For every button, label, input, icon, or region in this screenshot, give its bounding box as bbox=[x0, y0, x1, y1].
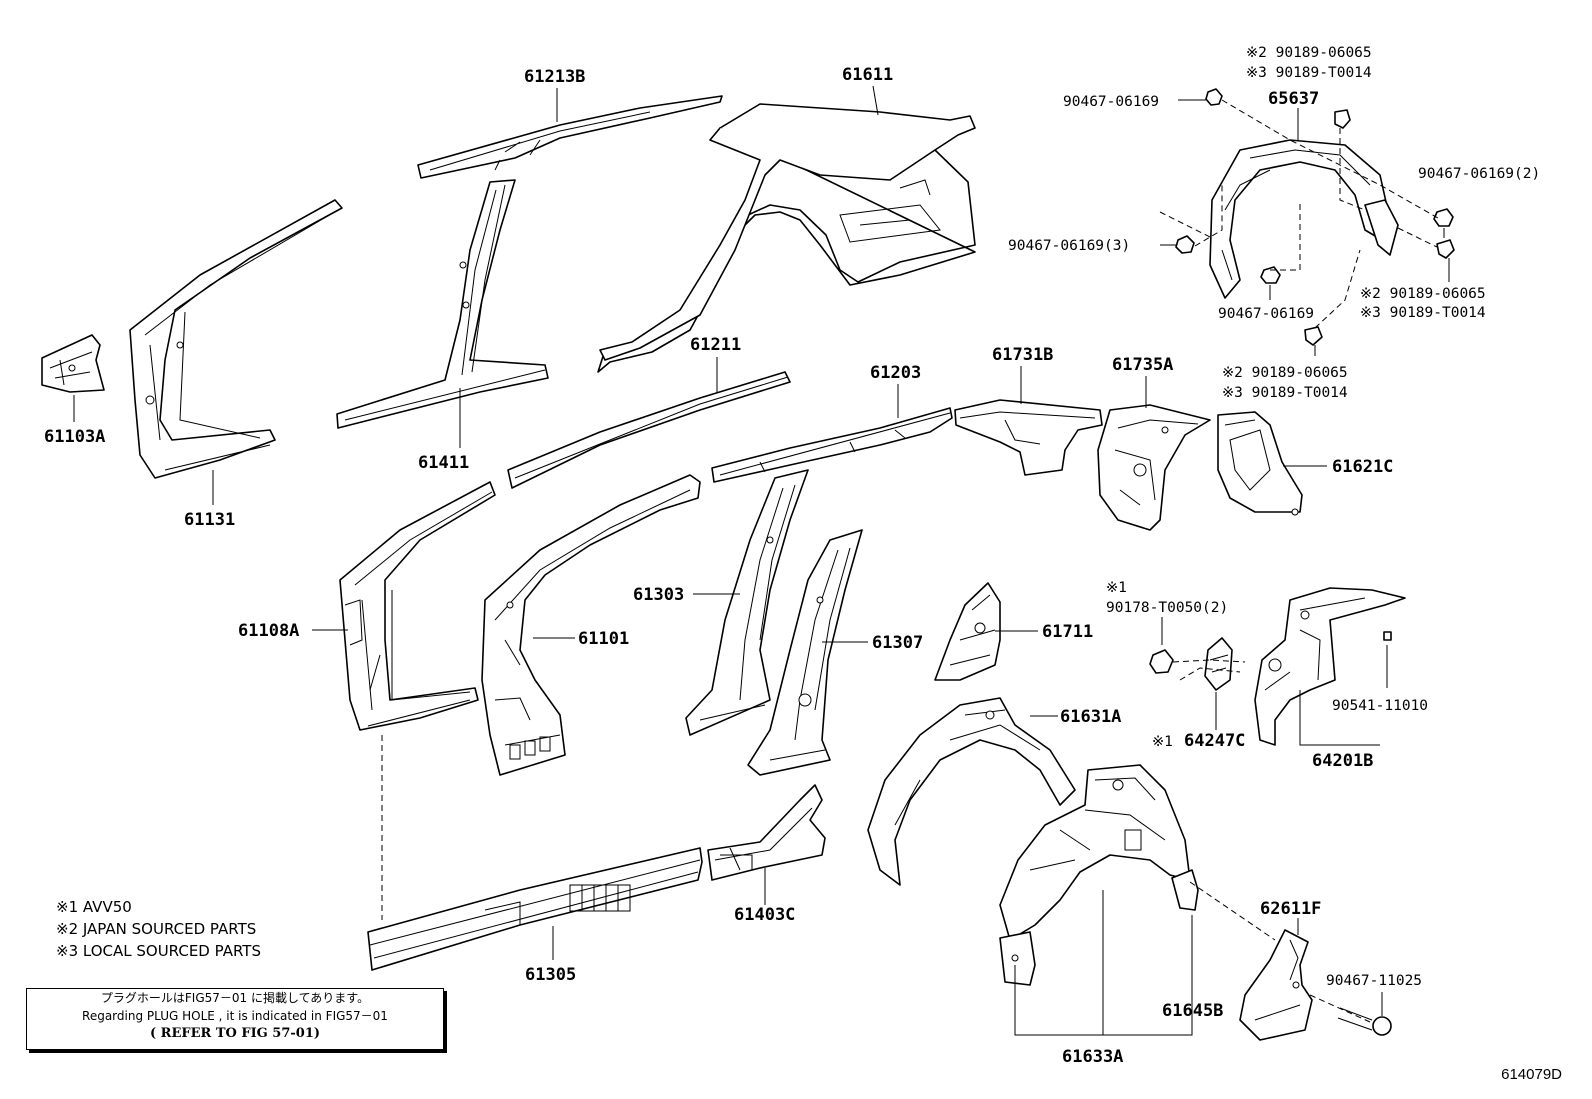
part-61211[interactable] bbox=[507, 371, 791, 489]
label-61411: 61411 bbox=[418, 453, 469, 473]
nut-icon bbox=[1205, 88, 1223, 106]
fastener-low-b: ※3 90189-T0014 bbox=[1222, 385, 1348, 401]
label-61131: 61131 bbox=[184, 510, 235, 530]
fastener-nut-avv: 90178-T0050(2) bbox=[1106, 600, 1228, 616]
label-65637: 65637 bbox=[1268, 89, 1319, 109]
part-61411[interactable] bbox=[336, 179, 549, 429]
label-62611F: 62611F bbox=[1260, 899, 1321, 919]
label-61731B: 61731B bbox=[992, 345, 1053, 365]
part-61303[interactable] bbox=[685, 469, 809, 736]
nut-icon bbox=[1433, 208, 1454, 227]
label-61211: 61211 bbox=[690, 335, 741, 355]
label-61203: 61203 bbox=[870, 363, 921, 383]
label-61103A: 61103A bbox=[44, 427, 105, 447]
label-61108A: 61108A bbox=[238, 621, 299, 641]
part-62611F[interactable] bbox=[1239, 929, 1313, 1041]
clip-icon bbox=[1304, 326, 1323, 346]
part-61731B[interactable] bbox=[954, 399, 1103, 476]
part-61101[interactable] bbox=[481, 474, 701, 776]
fastener-low-a: ※2 90189-06065 bbox=[1222, 365, 1348, 381]
part-61631A[interactable] bbox=[867, 697, 1076, 886]
part-61711[interactable] bbox=[934, 582, 1001, 681]
part-61305[interactable] bbox=[367, 847, 703, 971]
nut-icon bbox=[1260, 266, 1281, 284]
label-61303: 61303 bbox=[633, 585, 684, 605]
part-labels: 61213B 61611 61103A 61131 61411 61211 61… bbox=[44, 65, 1393, 1067]
leader-lines bbox=[73, 85, 1450, 1036]
notice-english: Regarding PLUG HOLE , it is indicated in… bbox=[82, 1009, 388, 1023]
legend: ※1 AVV50 ※2 JAPAN SOURCED PARTS ※3 LOCAL… bbox=[56, 896, 261, 962]
part-61611[interactable] bbox=[597, 103, 976, 373]
clip-icon bbox=[1436, 239, 1455, 259]
label-61735A: 61735A bbox=[1112, 355, 1173, 375]
part-61131[interactable] bbox=[129, 199, 343, 479]
plug-hole-notice: プラグホールはFIG57－01 に掲載してあります。 Regarding PLU… bbox=[26, 988, 444, 1050]
legend-note-3: ※3 LOCAL SOURCED PARTS bbox=[56, 942, 261, 960]
fastener-nut-right: 90467-06169(2) bbox=[1418, 166, 1540, 182]
label-61403C: 61403C bbox=[734, 905, 795, 925]
part-61633A[interactable] bbox=[999, 764, 1191, 941]
fastener-avv-mark: ※1 bbox=[1106, 580, 1127, 596]
clip-icon bbox=[1383, 631, 1392, 641]
label-61101: 61101 bbox=[578, 629, 629, 649]
part-61645B[interactable] bbox=[999, 869, 1199, 986]
label-61711: 61711 bbox=[1042, 622, 1093, 642]
fastener-nut-left: 90467-06169(3) bbox=[1008, 238, 1130, 254]
part-61621C[interactable] bbox=[1217, 411, 1303, 516]
label-61213B: 61213B bbox=[524, 67, 585, 87]
fastener-nut-bottom: 90467-06169 bbox=[1218, 306, 1314, 322]
label-61633A: 61633A bbox=[1062, 1047, 1123, 1067]
label-61645B: 61645B bbox=[1162, 1001, 1223, 1021]
fastener-64247C-mark: ※1 bbox=[1152, 734, 1173, 750]
legend-note-1: ※1 AVV50 bbox=[56, 898, 132, 916]
fastener-nut-top: 90467-06169 bbox=[1063, 94, 1159, 110]
fastener-mid-a: ※2 90189-06065 bbox=[1360, 286, 1486, 302]
fastener-bolt: 90467-11025 bbox=[1326, 973, 1422, 989]
part-64247C[interactable] bbox=[1204, 637, 1233, 691]
fastener-labels: ※2 90189-06065 ※3 90189-T0014 90467-0616… bbox=[1008, 45, 1540, 989]
figure-code: 614079D bbox=[1501, 1066, 1562, 1083]
part-61403C[interactable] bbox=[707, 784, 826, 881]
label-64201B: 64201B bbox=[1312, 751, 1373, 771]
part-61108A[interactable] bbox=[339, 481, 496, 731]
clip-icon bbox=[1334, 109, 1351, 129]
label-61611: 61611 bbox=[842, 65, 893, 85]
notice-japanese: プラグホールはFIG57－01 に掲載してあります。 bbox=[100, 991, 370, 1005]
part-61103A[interactable] bbox=[41, 334, 105, 393]
fastener-top-a: ※2 90189-06065 bbox=[1246, 45, 1372, 61]
label-61631A: 61631A bbox=[1060, 707, 1121, 727]
legend-note-2: ※2 JAPAN SOURCED PARTS bbox=[56, 920, 257, 938]
fastener-top-b: ※3 90189-T0014 bbox=[1246, 65, 1372, 81]
bolt-icon bbox=[1372, 1016, 1392, 1036]
label-61305: 61305 bbox=[525, 965, 576, 985]
part-64201B[interactable] bbox=[1254, 587, 1406, 746]
part-65637[interactable] bbox=[1209, 139, 1399, 299]
part-61213B[interactable] bbox=[417, 95, 723, 179]
part-61735A[interactable] bbox=[1097, 404, 1211, 531]
label-64247C: 64247C bbox=[1184, 731, 1245, 751]
label-61621C: 61621C bbox=[1332, 457, 1393, 477]
nut-icon bbox=[1175, 235, 1195, 254]
fastener-icons bbox=[1149, 88, 1455, 1036]
notice-reference[interactable]: ( REFER TO FIG 57-01) bbox=[149, 1026, 321, 1041]
part-61203[interactable] bbox=[711, 407, 953, 483]
label-61307: 61307 bbox=[872, 633, 923, 653]
part-61307[interactable] bbox=[747, 529, 863, 776]
fastener-clip: 90541-11010 bbox=[1332, 698, 1428, 714]
fastener-mid-b: ※3 90189-T0014 bbox=[1360, 305, 1486, 321]
nut-icon bbox=[1149, 649, 1174, 674]
